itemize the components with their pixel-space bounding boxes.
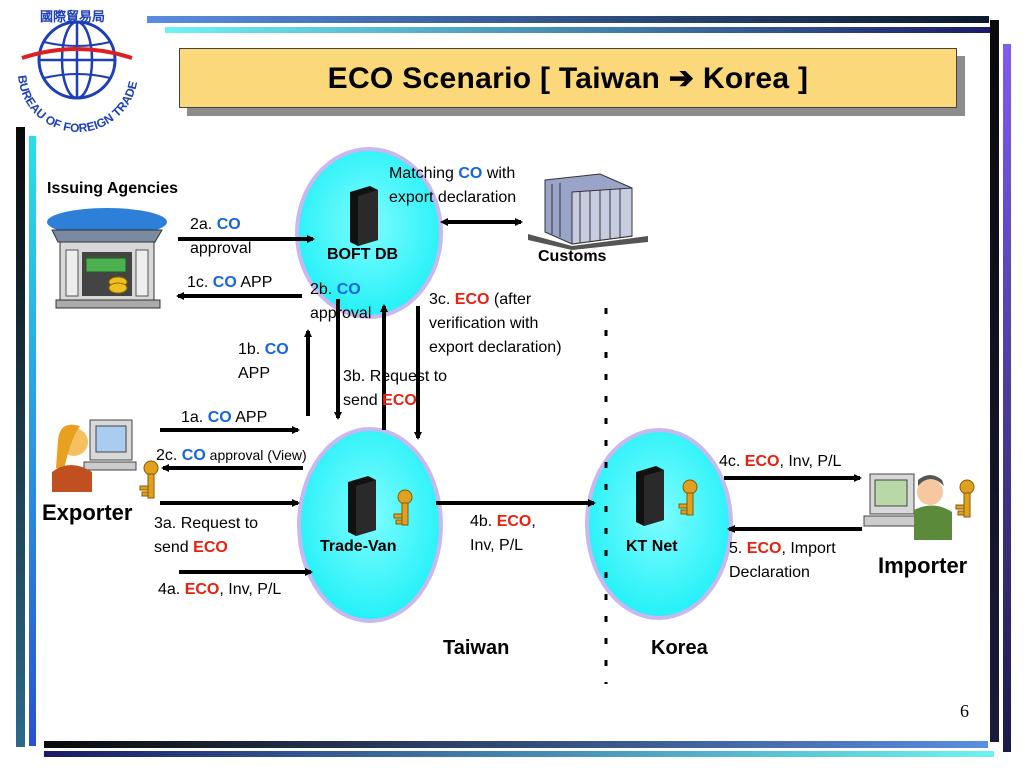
logo-chinese-text: 國際貿易局 [40, 10, 106, 25]
key-icon-ktnet [678, 479, 698, 516]
label-2a: 2a. CO approval [190, 216, 252, 257]
issuing-agencies-label: Issuing Agencies [47, 180, 178, 197]
left-bar-cyan [29, 136, 36, 746]
label-1c: 1c. CO APP [187, 274, 273, 291]
label-5: 5. ECO, Import Declaration [729, 540, 836, 581]
left-bar-dark [16, 127, 25, 747]
server-icon-boft [350, 186, 378, 246]
key-icon-importer [955, 479, 975, 518]
label-3a: 3a. Request to send ECO [154, 515, 259, 556]
bank-icon [47, 208, 167, 309]
label-3b: 3b. Request to send ECO [343, 368, 448, 409]
right-bar-dark [990, 20, 999, 742]
right-bar-purple [1003, 44, 1011, 752]
page-title: ECO Scenario [ Taiwan ➔ Korea ] [327, 61, 809, 95]
label-2b: 2b. CO approval [310, 281, 372, 322]
kt-net-node [585, 428, 733, 620]
label-4c: 4c. ECO, Inv, P/L [719, 453, 842, 470]
customs-building-icon [528, 173, 648, 250]
label-3c: 3c. ECO (after verification with export … [429, 291, 562, 356]
korea-label: Korea [651, 637, 708, 659]
label-4a: 4a. ECO, Inv, P/L [158, 581, 282, 598]
taiwan-label: Taiwan [443, 637, 510, 659]
bottom-bar-cyan [44, 751, 994, 757]
label-1a: 1a. CO APP [181, 409, 268, 426]
key-icon-tradevan [393, 489, 413, 526]
key-icon-exporter [139, 460, 159, 499]
server-icon-ktnet [636, 466, 664, 526]
top-bar-cyan [165, 27, 993, 33]
kt-net-label: KT Net [626, 538, 678, 555]
customs-label: Customs [538, 248, 607, 265]
label-1b: 1b. CO APP [238, 341, 289, 382]
label-4b: 4b. ECO, Inv, P/L [470, 513, 536, 554]
boft-db-label: BOFT DB [327, 246, 399, 263]
importer-icon [863, 473, 952, 540]
importer-label: Importer [878, 553, 968, 578]
exporter-icon [52, 419, 137, 492]
label-matching: Matching CO with export declaration [389, 165, 517, 206]
exporter-label: Exporter [42, 500, 133, 525]
trade-van-label: Trade-Van [320, 538, 397, 555]
server-icon-tradevan [348, 476, 376, 536]
title-box: ECO Scenario [ Taiwan ➔ Korea ] [179, 48, 957, 108]
bottom-bar-dark [44, 741, 988, 748]
label-2c: 2c. CO approval (View) [156, 447, 307, 464]
page-number: 6 [960, 701, 969, 721]
top-bar-dark [147, 16, 989, 23]
